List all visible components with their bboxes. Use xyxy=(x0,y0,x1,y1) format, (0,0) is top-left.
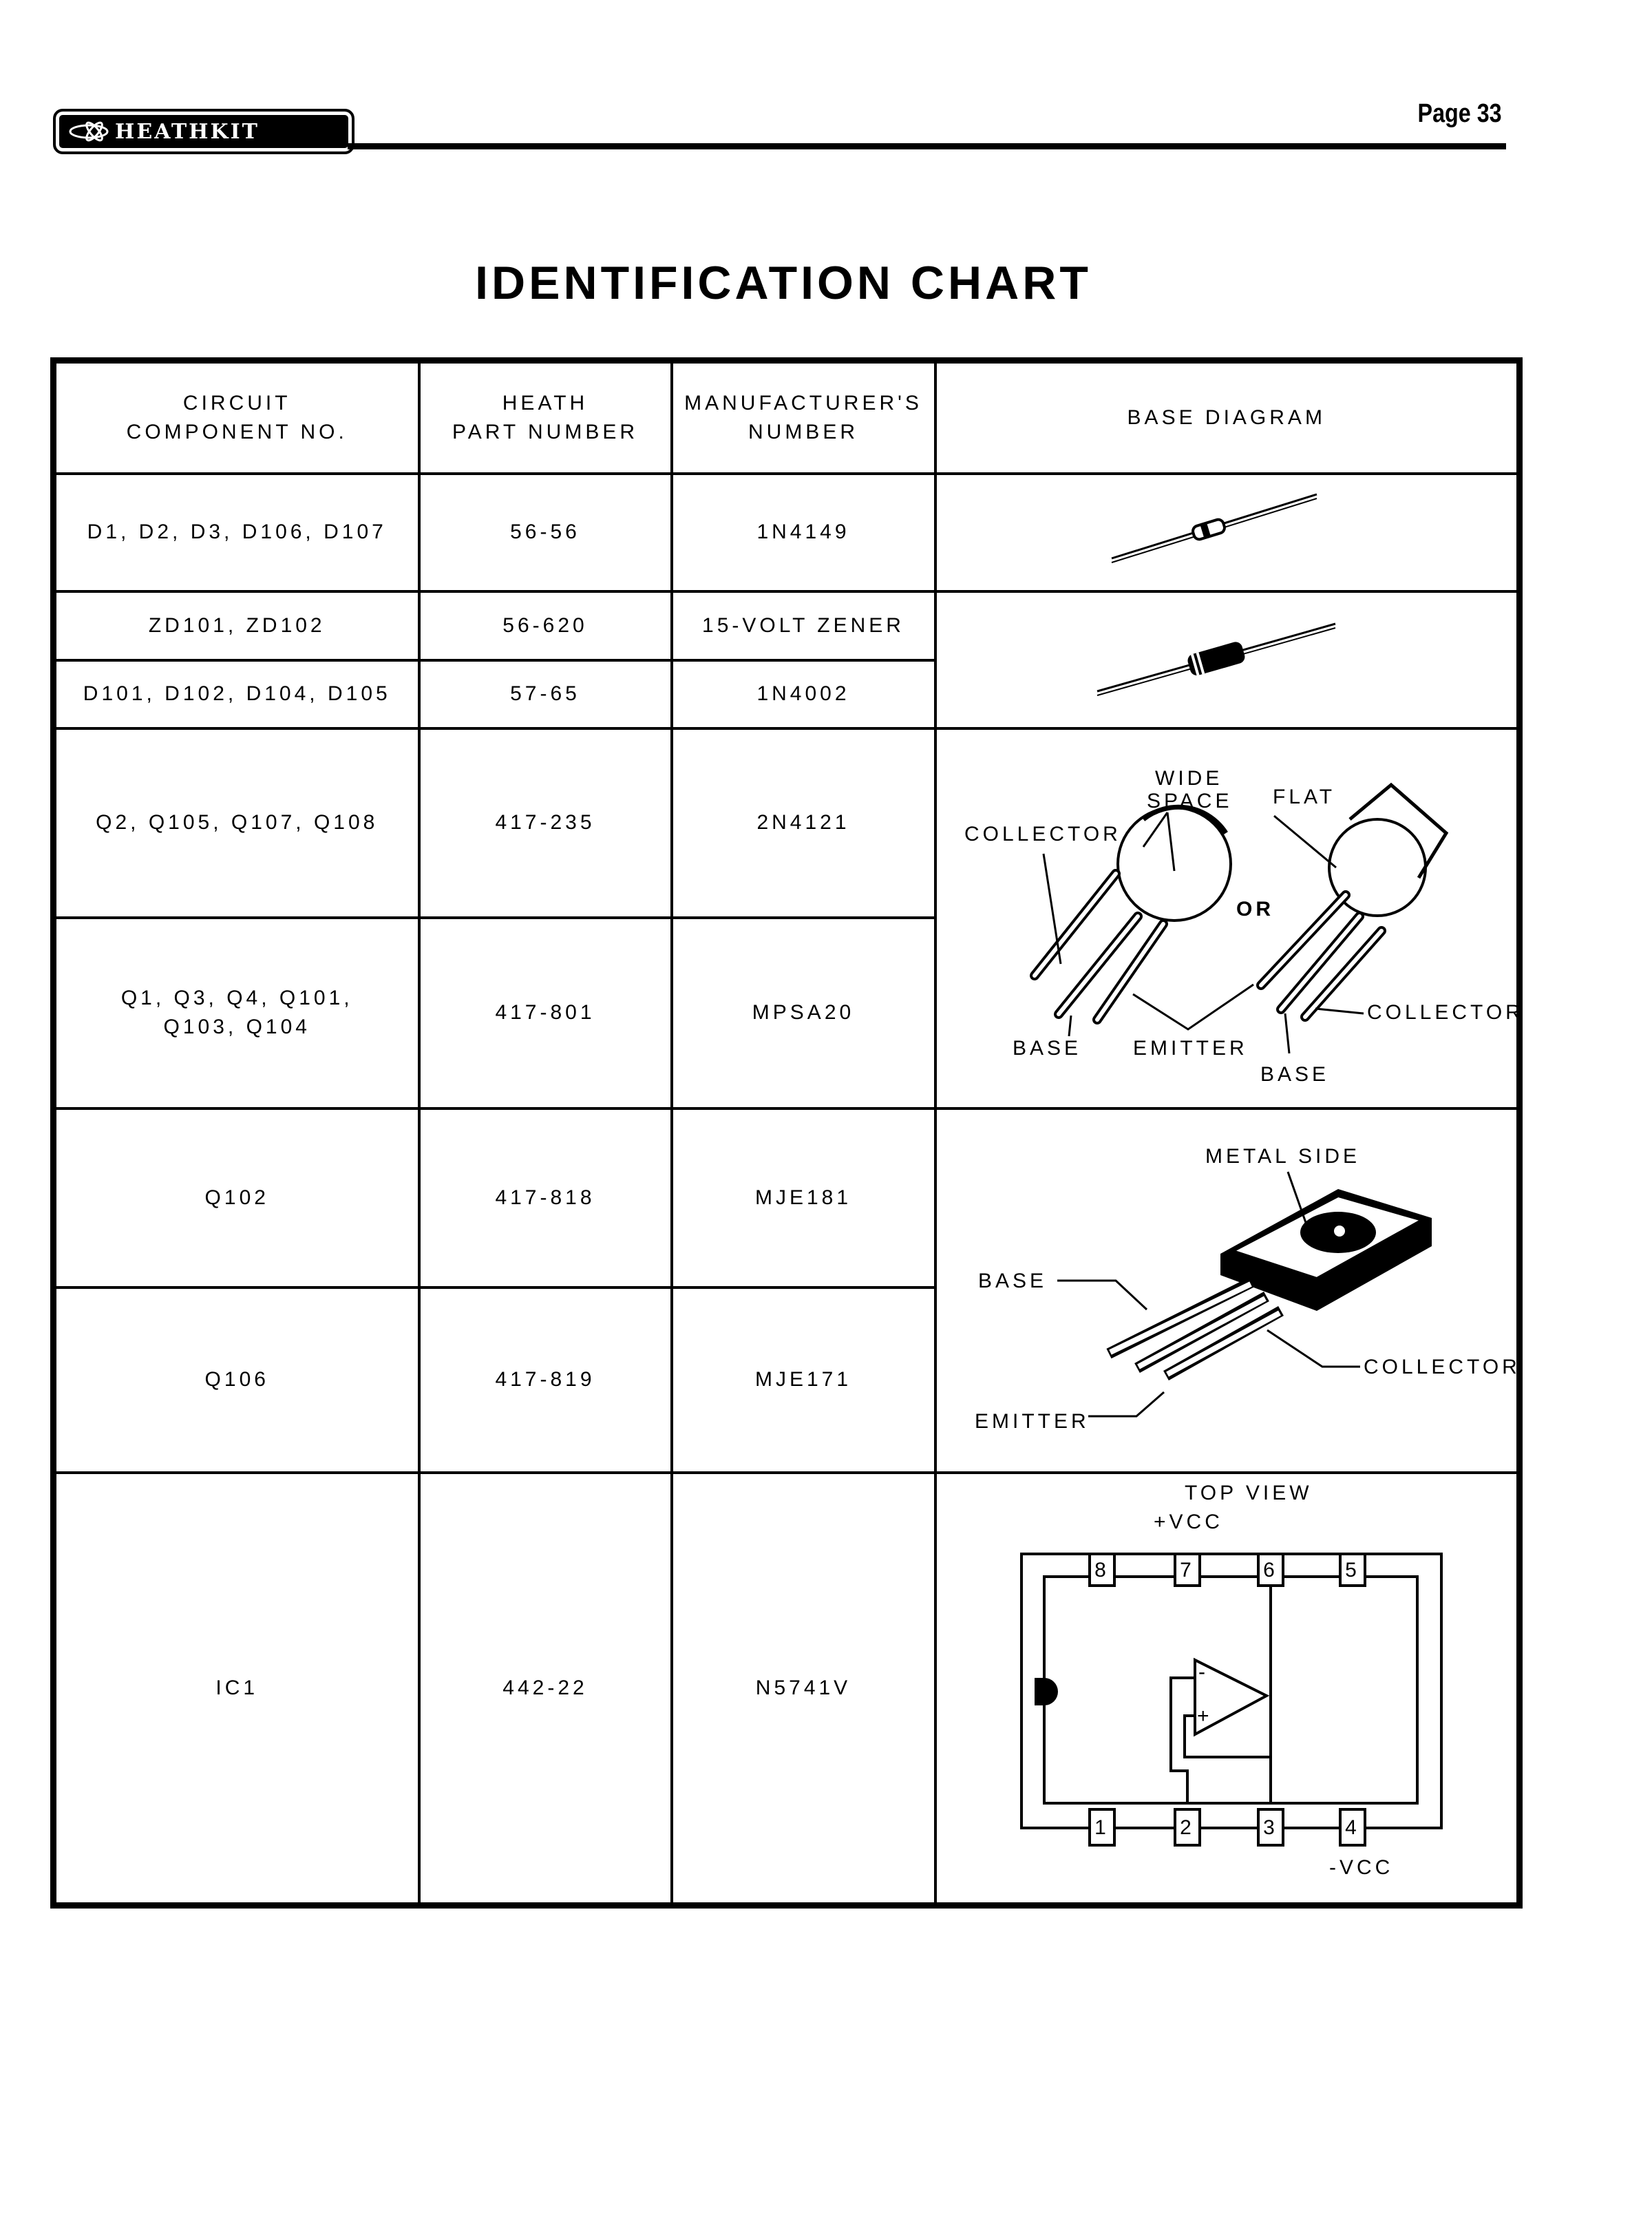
component-cell: ZD101, ZD102 xyxy=(52,589,421,662)
pin-3: 3 xyxy=(1263,1816,1278,1839)
diode-small-diagram xyxy=(933,472,1521,593)
mfr-cell: 2N4121 xyxy=(670,726,937,919)
part-cell: 417-235 xyxy=(417,726,673,919)
component-cell: Q1, Q3, Q4, Q101,Q103, Q104 xyxy=(52,916,421,1110)
pin-5: 5 xyxy=(1345,1559,1360,1581)
mfr-cell: MPSA20 xyxy=(670,916,937,1110)
pin-8: 8 xyxy=(1094,1559,1110,1581)
to126-transistor-diagram: METAL SIDE BASE COLLECTOR EMITTER xyxy=(933,1106,1521,1474)
header-diagram: BASE DIAGRAM xyxy=(933,359,1521,475)
label-vcc-pos: +VCC xyxy=(1154,1511,1223,1533)
label-base-2: BASE xyxy=(1260,1063,1329,1086)
part-cell: 57-65 xyxy=(417,659,673,730)
ic-pinout-diagram: 8 7 6 5 1 2 3 4 - + TOP VIEW +VCC -VCC xyxy=(933,1471,1521,1907)
component-cell: Q2, Q105, Q107, Q108 xyxy=(52,726,421,919)
table-row: IC1 442-22 N5741V 8 xyxy=(52,1471,1521,1907)
component-cell: IC1 xyxy=(52,1471,421,1907)
page-title: IDENTIFICATION CHART xyxy=(475,257,1092,309)
atom-icon xyxy=(69,121,109,142)
pin-1: 1 xyxy=(1094,1816,1110,1839)
table-row: D1, D2, D3, D106, D107 56-56 1N4149 xyxy=(52,472,1521,593)
component-cell: D1, D2, D3, D106, D107 xyxy=(52,472,421,593)
label-wide: WIDE xyxy=(1155,767,1222,790)
part-cell: 417-801 xyxy=(417,916,673,1110)
label-vcc-neg: -VCC xyxy=(1329,1856,1393,1879)
label-collector: COLLECTOR xyxy=(964,823,1121,845)
part-cell: 442-22 xyxy=(417,1471,673,1907)
table-row: D101, D102, D104, D105 57-65 1N4002 xyxy=(52,659,1520,730)
mfr-cell: 1N4149 xyxy=(670,472,937,593)
table-row: Q102 417-818 MJE181 METAL SIDE BASE COLL… xyxy=(52,1106,1521,1474)
label-base: BASE xyxy=(1013,1037,1081,1060)
table-row: ZD101, ZD102 56-620 15-VOLT ZENER xyxy=(52,589,1521,730)
label-base: BASE xyxy=(978,1270,1047,1292)
label-top-view: TOP VIEW xyxy=(1185,1482,1313,1504)
page-number: Page 33 xyxy=(1417,99,1502,128)
component-cell: D101, D102, D104, D105 xyxy=(52,659,421,730)
label-or: OR xyxy=(1236,898,1274,921)
label-emitter: EMITTER xyxy=(975,1410,1090,1433)
mfr-cell: MJE181 xyxy=(670,1106,937,1290)
mfr-cell: N5741V xyxy=(670,1471,937,1907)
label-space: SPACE xyxy=(1147,790,1232,812)
mfr-cell: 1N4002 xyxy=(670,659,937,730)
logo-text: HEATHKIT xyxy=(115,119,260,144)
pin-7: 7 xyxy=(1180,1559,1195,1581)
opamp-minus: - xyxy=(1198,1661,1209,1683)
heathkit-logo: HEATHKIT xyxy=(53,109,354,154)
part-cell: 417-818 xyxy=(417,1106,673,1290)
label-flat: FLAT xyxy=(1273,786,1335,808)
table-row: Q1, Q3, Q4, Q101,Q103, Q104 417-801 MPSA… xyxy=(52,916,1520,1110)
part-cell: 56-620 xyxy=(417,589,673,662)
mfr-cell: 15-VOLT ZENER xyxy=(670,589,937,662)
label-emitter: EMITTER xyxy=(1133,1037,1248,1060)
mfr-cell: MJE171 xyxy=(670,1286,937,1474)
part-cell: 56-56 xyxy=(417,472,673,593)
header-rule xyxy=(348,143,1506,149)
label-collector: COLLECTOR xyxy=(1364,1356,1518,1378)
component-cell: Q102 xyxy=(52,1106,421,1290)
component-cell: Q106 xyxy=(52,1286,421,1474)
pin-2: 2 xyxy=(1180,1816,1195,1839)
label-collector-2: COLLECTOR xyxy=(1367,1001,1518,1024)
table-row: Q2, Q105, Q107, Q108 417-235 2N4121 WIDE… xyxy=(52,726,1521,1110)
pin-6: 6 xyxy=(1263,1559,1278,1581)
table-row: Q106 417-819 MJE171 xyxy=(52,1286,1520,1474)
opamp-plus: + xyxy=(1197,1705,1213,1727)
pin-4: 4 xyxy=(1345,1816,1360,1839)
diode-power-diagram xyxy=(933,589,1521,730)
label-metal-side: METAL SIDE xyxy=(1205,1145,1360,1168)
part-cell: 417-819 xyxy=(417,1286,673,1474)
to92-transistor-diagram: WIDE SPACE FLAT COLLECTOR OR BASE EMITTE… xyxy=(933,726,1521,1110)
